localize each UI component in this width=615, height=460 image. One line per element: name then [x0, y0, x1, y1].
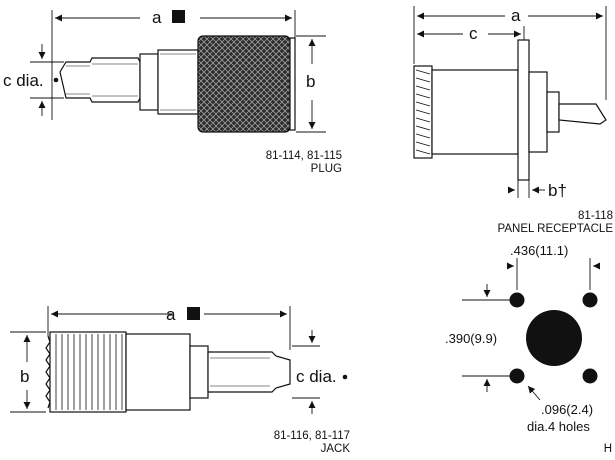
plug-dimensions: [30, 10, 326, 133]
mount-hole-bottom-right: [582, 368, 598, 384]
receptacle-part-number: 81-118: [578, 210, 613, 222]
jack-thread: [49, 331, 127, 413]
plug-body: [157, 49, 199, 115]
plug-dim-a-label: a: [152, 8, 162, 27]
receptacle-flange: [517, 39, 530, 181]
mount-spacing-v-label: .390(9.9): [445, 331, 497, 346]
plug-a-note-square: [172, 10, 185, 23]
receptacle-dim-a-label: a: [511, 6, 521, 25]
plug-dim-b-label: b: [306, 72, 315, 91]
mount-hole-top-left: [509, 292, 525, 308]
mount-hole-note: dia.4 holes: [527, 419, 590, 434]
plug-barb: [59, 57, 141, 103]
mounting-pattern: [462, 258, 600, 401]
mount-spacing-h-label: .436(11.1): [510, 243, 568, 258]
jack-drawing: [45, 331, 291, 413]
plug-c-note-dot: [53, 77, 59, 83]
mount-hole-size-label: .096(2.4): [541, 402, 593, 417]
receptacle-drawing: [413, 39, 607, 181]
plug-knurled-nut: [197, 35, 291, 133]
jack-part-numbers: 81-116, 81-117: [274, 430, 350, 442]
corner-mark: H: [604, 443, 612, 455]
jack-dim-c-label: c dia.: [296, 367, 337, 386]
plug-dim-c-label: c dia.: [3, 71, 44, 90]
jack-dim-a-label: a: [166, 305, 176, 324]
receptacle-name: PANEL RECEPTACLE: [498, 223, 614, 235]
mount-center-hole: [526, 310, 582, 366]
jack-barb: [207, 351, 291, 393]
plug-ferrule: [139, 53, 159, 111]
receptacle-body: [431, 69, 519, 155]
mount-hole-top-right: [582, 292, 598, 308]
jack-a-note-square: [187, 307, 200, 320]
plug-part-numbers: 81-114, 81-115: [266, 150, 342, 162]
receptacle-dimensions: [413, 6, 607, 198]
receptacle-pin: [558, 103, 607, 125]
jack-dimensions: [10, 306, 348, 414]
mount-hole-bottom-left: [509, 368, 525, 384]
receptacle-dim-c-label: c: [469, 24, 478, 43]
plug-name: PLUG: [311, 163, 342, 175]
jack-name: JACK: [321, 443, 351, 455]
jack-c-note-dot: [342, 374, 348, 380]
jack-dim-b-label: b: [20, 367, 29, 386]
jack-body: [125, 333, 191, 411]
plug-drawing: [59, 35, 296, 133]
receptacle-dim-b-label: b†: [548, 181, 567, 200]
